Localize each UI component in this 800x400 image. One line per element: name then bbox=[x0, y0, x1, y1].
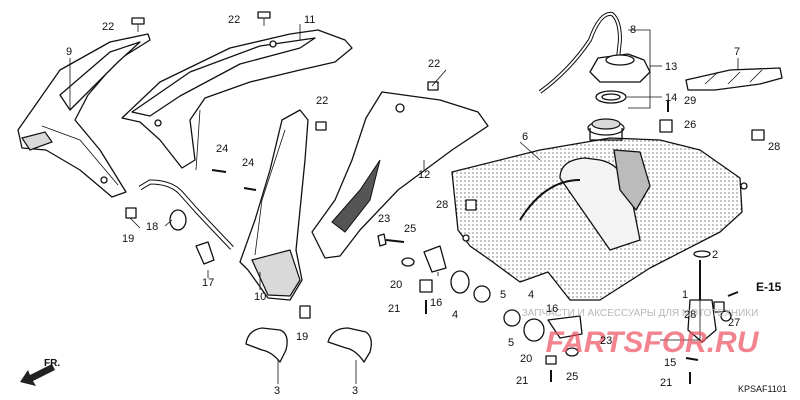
callout: 4 bbox=[452, 309, 458, 321]
callout-labels: 22 22 11 9 8 13 14 7 29 26 28 22 22 6 24… bbox=[66, 14, 780, 397]
part-22-bolts bbox=[131, 11, 439, 131]
callout: 29 bbox=[684, 95, 696, 107]
part-24-screws bbox=[211, 169, 257, 191]
callout: 23 bbox=[378, 213, 390, 225]
part-15-27-screws bbox=[685, 291, 739, 361]
callout: 6 bbox=[522, 131, 528, 143]
watermark: ЗАПЧАСТИ И АКСЕССУАРЫ ДЛЯ МОТОТЕХНИКИ FA… bbox=[522, 308, 760, 359]
callout: 22 bbox=[428, 58, 440, 70]
callout: 22 bbox=[316, 95, 328, 107]
callout: 28 bbox=[768, 141, 780, 153]
callout: 20 bbox=[520, 353, 532, 365]
callout: 27 bbox=[728, 317, 740, 329]
part-16-brackets bbox=[423, 245, 583, 339]
callout: 4 bbox=[528, 289, 534, 301]
part-3-rubber-mounts bbox=[245, 327, 372, 363]
callout: 28 bbox=[436, 199, 448, 211]
callout: 16 bbox=[430, 297, 442, 309]
part-19-collars bbox=[125, 207, 311, 319]
callout: 18 bbox=[146, 221, 158, 233]
callout: 8 bbox=[630, 24, 636, 36]
callout: 9 bbox=[66, 46, 72, 58]
part-17-grommet bbox=[195, 241, 215, 265]
callout: 24 bbox=[242, 157, 254, 169]
part-9-left-shroud bbox=[17, 33, 151, 198]
part-25-washers bbox=[401, 257, 579, 357]
callout: 25 bbox=[566, 371, 578, 383]
reference-code: E-15 bbox=[756, 280, 782, 294]
callout: 24 bbox=[216, 143, 228, 155]
leader-lines bbox=[69, 24, 739, 384]
callout: 1 bbox=[682, 289, 688, 301]
callout: 3 bbox=[352, 385, 358, 397]
callout: 17 bbox=[202, 277, 214, 289]
callout-23-right: 23 bbox=[600, 335, 612, 347]
callout: 20 bbox=[390, 279, 402, 291]
callout: 21 bbox=[516, 375, 528, 387]
part-10-lower-shroud bbox=[239, 109, 309, 301]
part-4-5-dampers bbox=[450, 270, 545, 342]
callout: 11 bbox=[304, 14, 315, 26]
callout: 22 bbox=[102, 21, 114, 33]
watermark-line2: FARTSFOR.RU bbox=[546, 326, 760, 359]
part-20-21-fasteners bbox=[419, 279, 691, 384]
callout: 25 bbox=[404, 223, 416, 235]
direction-label: FR. bbox=[44, 358, 60, 369]
part-28-bolts bbox=[465, 129, 765, 313]
callout: 28 bbox=[684, 309, 696, 321]
part-2-valve-washer bbox=[693, 250, 711, 258]
part-18-hose bbox=[138, 179, 234, 250]
callout: 15 bbox=[664, 357, 676, 369]
callout: 2 bbox=[712, 249, 718, 261]
part-23-bolt bbox=[377, 233, 405, 247]
callout: 21 bbox=[660, 377, 672, 389]
callout: 19 bbox=[122, 233, 134, 245]
part-6-fuel-tank bbox=[451, 118, 748, 301]
part-14-cap-gasket bbox=[595, 90, 627, 104]
callout: 14 bbox=[665, 92, 677, 104]
callout: 19 bbox=[296, 331, 308, 343]
part-11-upper-shroud bbox=[121, 29, 353, 171]
part-8-breather-tube bbox=[538, 11, 623, 94]
callout: 3 bbox=[274, 385, 280, 397]
part-12-tank-side-panel bbox=[311, 91, 489, 259]
callout: 5 bbox=[508, 337, 514, 349]
diagram-code: KPSAF1101 bbox=[738, 384, 787, 394]
callout: 21 bbox=[388, 303, 400, 315]
callout: 5 bbox=[500, 289, 506, 301]
part-7-bracket bbox=[685, 67, 783, 91]
front-direction-arrow: FR. bbox=[20, 358, 60, 386]
callout: 10 bbox=[254, 291, 266, 303]
watermark-line1: ЗАПЧАСТИ И АКСЕССУАРЫ ДЛЯ МОТОТЕХНИКИ bbox=[522, 308, 759, 319]
callout: 7 bbox=[734, 46, 740, 58]
callout: 22 bbox=[228, 14, 240, 26]
part-13-fuel-cap bbox=[589, 53, 651, 83]
callout: 12 bbox=[418, 169, 430, 181]
part-29-26-fasteners bbox=[659, 100, 673, 133]
callout: 13 bbox=[665, 61, 677, 73]
callout: 16 bbox=[546, 303, 558, 315]
callout: 26 bbox=[684, 119, 696, 131]
